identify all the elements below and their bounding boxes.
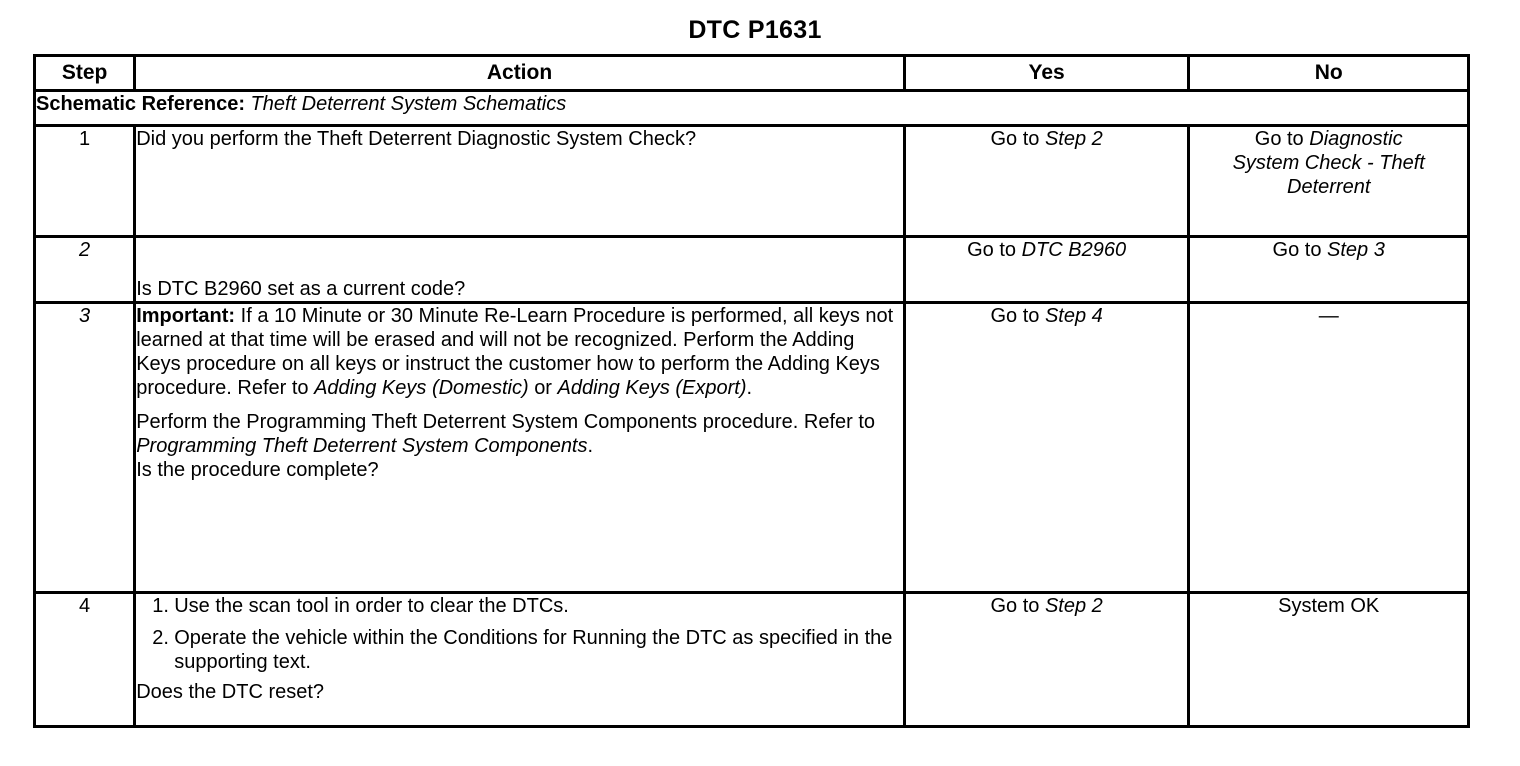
schematic-reference-label: Schematic Reference: <box>36 93 245 115</box>
important-text: If a 10 Minute or 30 Minute Re-Learn Pro… <box>136 305 894 399</box>
header-no: No <box>1187 54 1470 92</box>
no-cell: System OK <box>1187 591 1470 728</box>
yes-link[interactable]: DTC B2960 <box>1021 239 1127 261</box>
no-value: — <box>1318 305 1339 327</box>
yes-prefix: Go to <box>990 305 1040 327</box>
header-yes: Yes <box>902 54 1191 92</box>
yes-link[interactable]: Step 2 <box>1044 595 1103 617</box>
step-number: 1 <box>32 124 137 238</box>
list-text: Operate the vehicle within the Condition… <box>174 627 893 673</box>
no-link[interactable]: Step 3 <box>1327 239 1385 261</box>
yes-prefix: Go to <box>967 239 1017 261</box>
yes-cell: Go to Step 2 <box>902 591 1191 728</box>
header-step: Step <box>32 54 137 92</box>
adding-keys-domestic-link[interactable]: Adding Keys (Domestic) <box>314 377 529 399</box>
no-prefix: Go to <box>1272 239 1322 261</box>
yes-cell: Go to DTC B2960 <box>902 235 1191 304</box>
yes-cell: Go to Step 2 <box>902 124 1191 238</box>
perform-text: Perform the Programming Theft Deterrent … <box>136 411 876 433</box>
no-cell: — <box>1187 301 1470 594</box>
action-question: Does the DTC reset? <box>136 681 325 703</box>
period: . <box>587 435 594 457</box>
header-action: Action <box>133 54 906 92</box>
no-prefix: Go to <box>1254 128 1304 150</box>
no-value: System OK <box>1278 595 1380 617</box>
schematic-reference-row: Schematic Reference: Theft Deterrent Sys… <box>33 89 1470 127</box>
list-number: 1. <box>152 595 169 617</box>
action-text: Is DTC B2960 set as a current code? <box>133 235 906 304</box>
no-cell: Go to Step 3 <box>1187 235 1470 304</box>
no-link-line2[interactable]: System Check - Theft <box>1232 152 1425 174</box>
dtc-table: Step Action Yes No Schematic Reference: … <box>32 54 1470 728</box>
action-text: Important: If a 10 Minute or 30 Minute R… <box>133 301 906 594</box>
list-number: 2. <box>152 627 169 649</box>
period: . <box>746 377 753 399</box>
perform-note: Perform the Programming Theft Deterrent … <box>136 410 903 458</box>
list-item: 2.Operate the vehicle within the Conditi… <box>148 626 903 674</box>
list-item: 1.Use the scan tool in order to clear th… <box>148 594 903 618</box>
yes-prefix: Go to <box>990 595 1040 617</box>
action-question: Is DTC B2960 set as a current code? <box>136 278 466 300</box>
adding-keys-export-link[interactable]: Adding Keys (Export) <box>557 377 747 399</box>
table-row: 3 Important: If a 10 Minute or 30 Minute… <box>32 301 1470 594</box>
no-link-line1[interactable]: Diagnostic <box>1309 128 1403 150</box>
schematic-reference-link[interactable]: Theft Deterrent System Schematics <box>250 93 567 115</box>
table-header-row: Step Action Yes No <box>32 54 1470 92</box>
step-number: 3 <box>32 301 137 594</box>
yes-link[interactable]: Step 2 <box>1044 128 1103 150</box>
action-text: Did you perform the Theft Deterrent Diag… <box>133 124 906 238</box>
step-number: 2 <box>32 235 137 304</box>
action-text: 1.Use the scan tool in order to clear th… <box>133 591 906 728</box>
programming-components-link[interactable]: Programming Theft Deterrent System Compo… <box>136 435 588 457</box>
table-row: 4 1.Use the scan tool in order to clear … <box>32 591 1470 728</box>
yes-prefix: Go to <box>990 128 1040 150</box>
no-link-line3[interactable]: Deterrent <box>1287 176 1371 198</box>
yes-cell: Go to Step 4 <box>902 301 1191 594</box>
important-label: Important: <box>136 305 236 327</box>
yes-link[interactable]: Step 4 <box>1044 305 1103 327</box>
or-text: or <box>534 377 552 399</box>
action-question: Did you perform the Theft Deterrent Diag… <box>136 128 697 150</box>
no-cell: Go to Diagnostic System Check - Theft De… <box>1187 124 1470 238</box>
important-note: Important: If a 10 Minute or 30 Minute R… <box>136 304 903 400</box>
table-row: 2 Is DTC B2960 set as a current code? Go… <box>32 235 1470 304</box>
action-question: Is the procedure complete? <box>136 459 379 481</box>
step-number: 4 <box>32 591 137 728</box>
table-row: 1 Did you perform the Theft Deterrent Di… <box>32 124 1470 238</box>
list-text: Use the scan tool in order to clear the … <box>174 595 569 617</box>
document-title: DTC P1631 <box>688 16 822 44</box>
schematic-reference: Schematic Reference: Theft Deterrent Sys… <box>33 89 1470 127</box>
